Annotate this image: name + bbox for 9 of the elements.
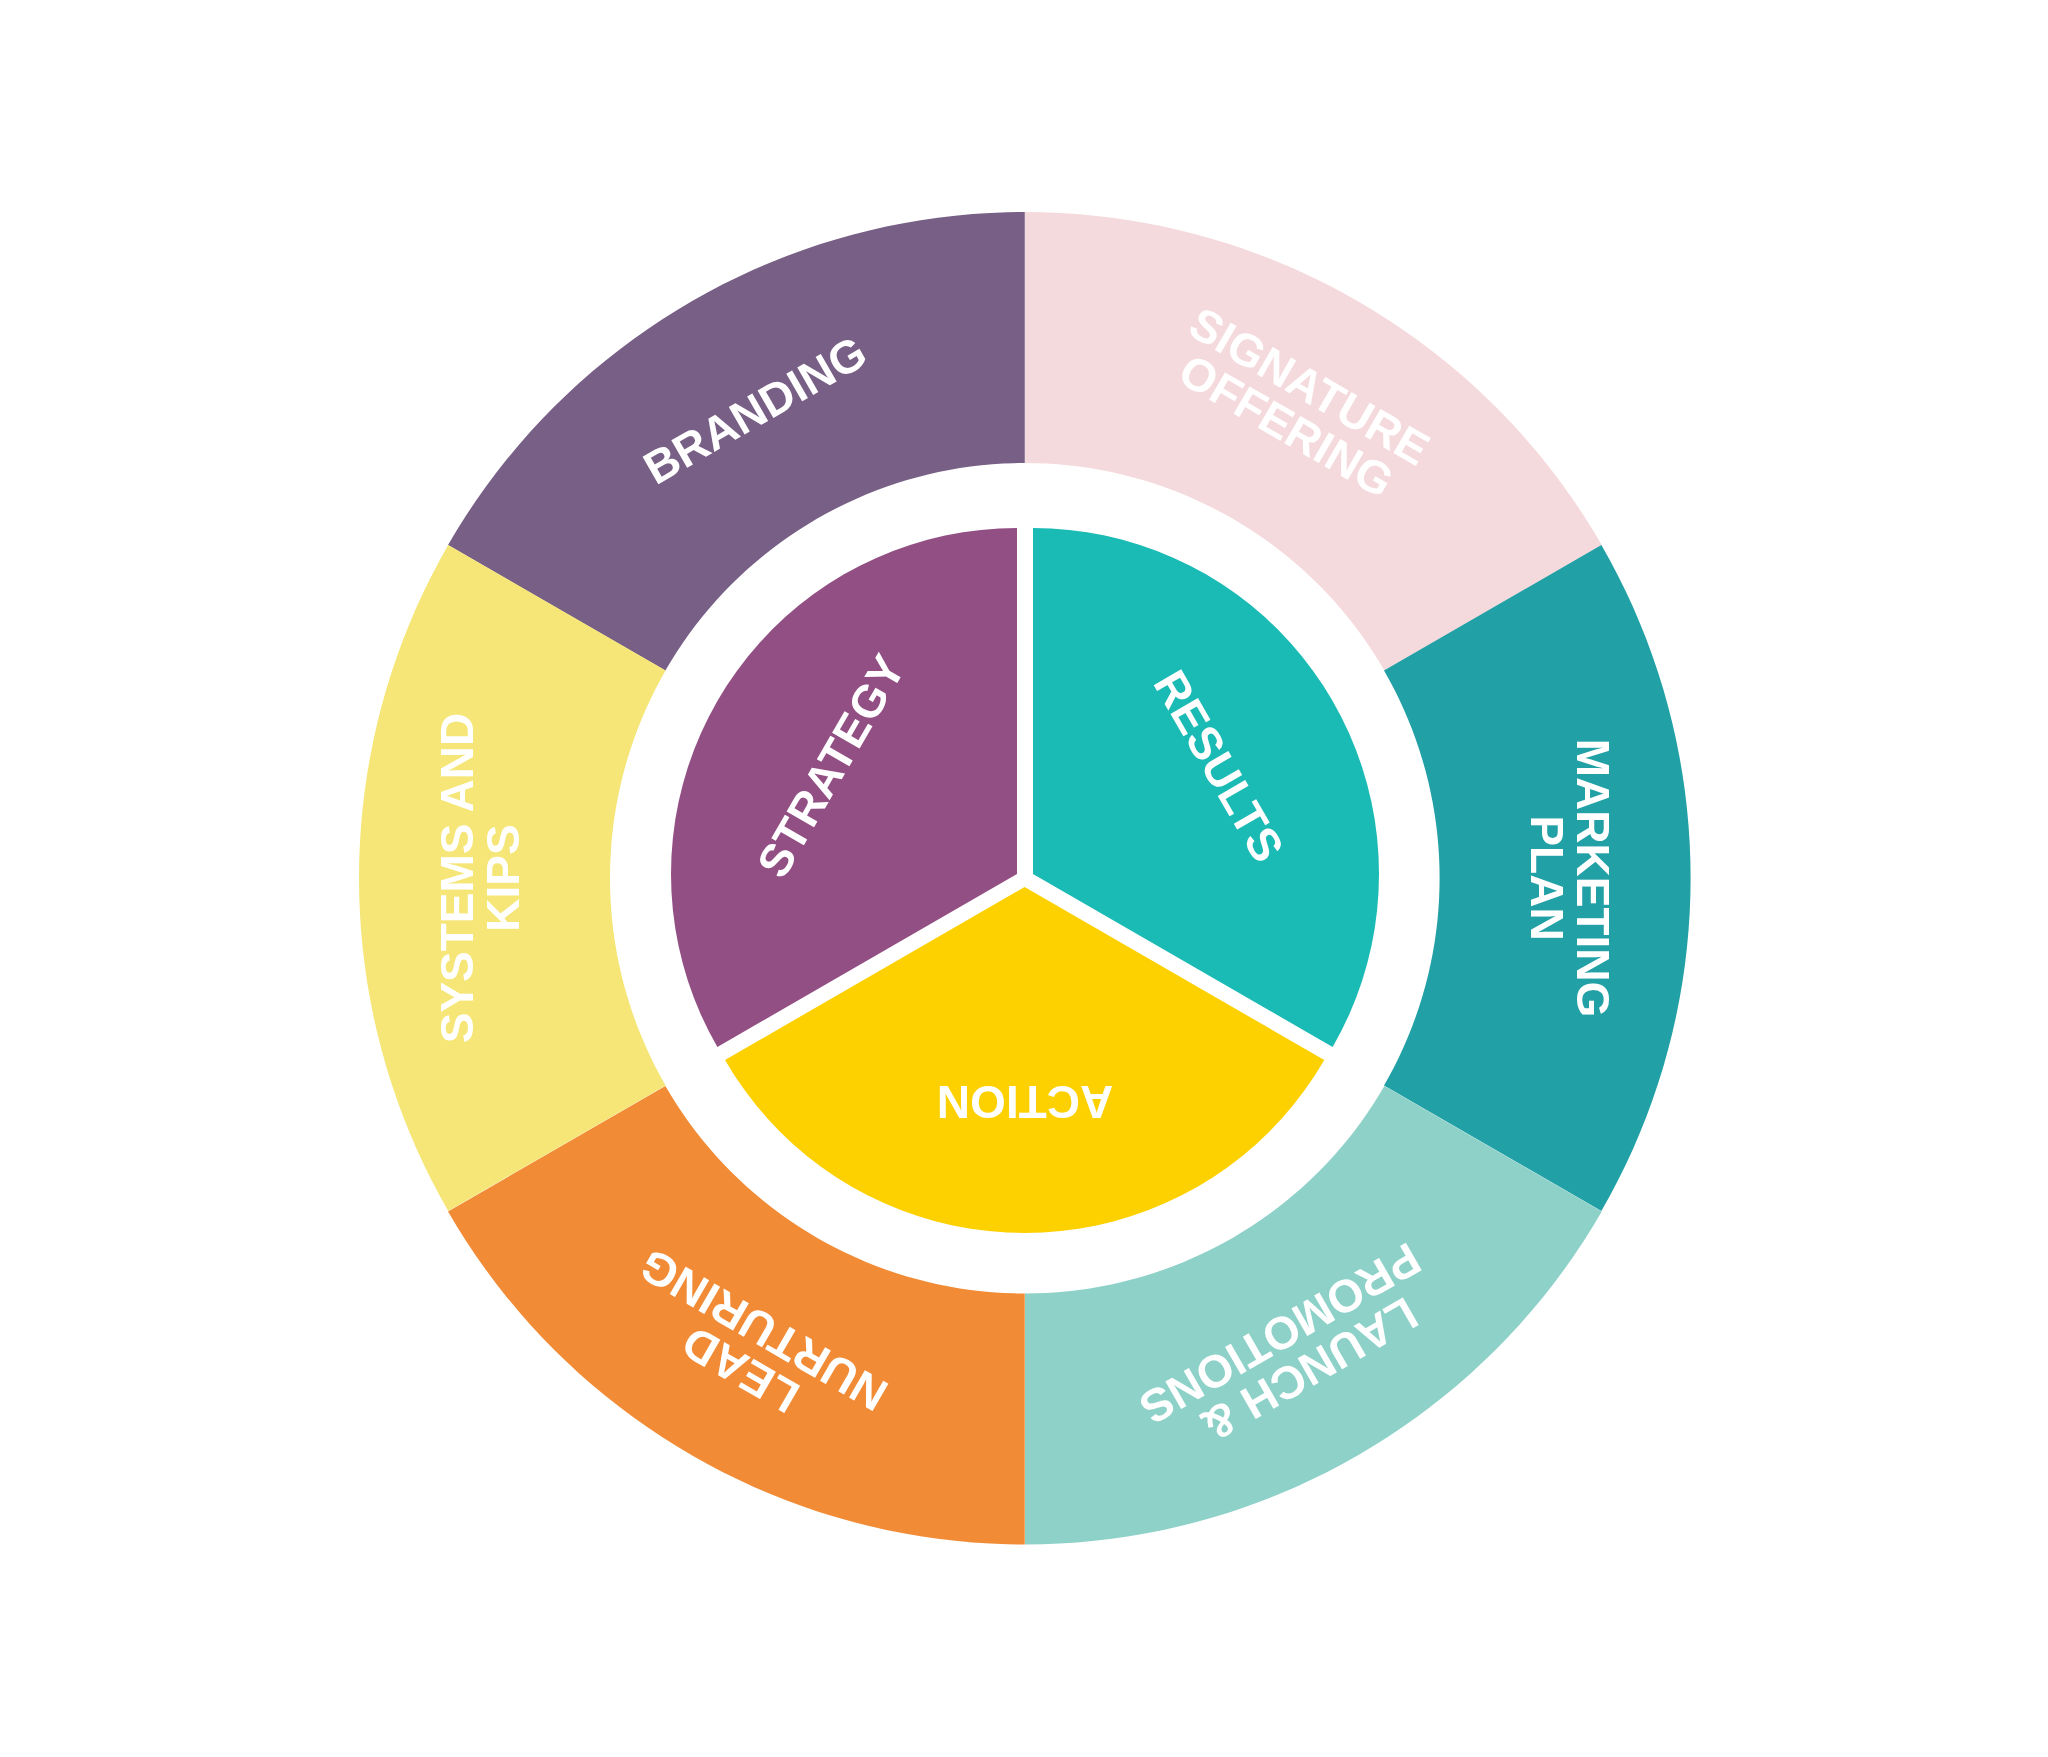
ring-segment	[359, 545, 666, 1211]
segment-label: ACTION	[935, 1079, 1115, 1125]
pie-segment	[671, 527, 1018, 1047]
pie-segment	[1032, 527, 1379, 1047]
ring-segment	[1384, 545, 1691, 1211]
pie-segment	[725, 887, 1325, 1233]
ring-segment	[1025, 212, 1602, 671]
segment-label: SYSTEMS AND KIPS	[434, 711, 526, 1046]
segment-label: MARKETING PLAN	[1524, 737, 1616, 1020]
